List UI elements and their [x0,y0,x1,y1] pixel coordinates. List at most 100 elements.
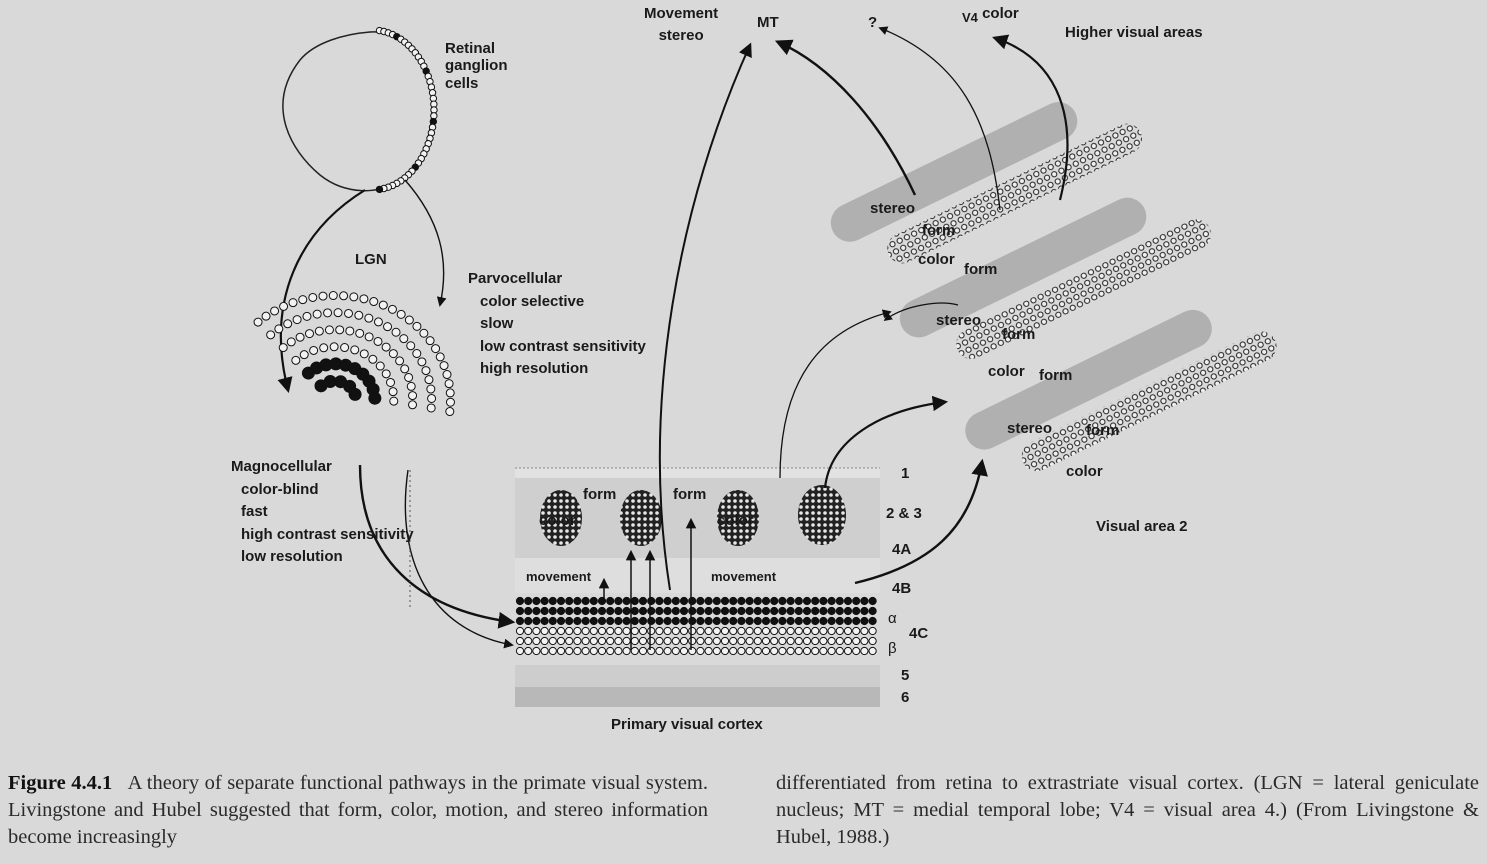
layer-4c-cell [630,636,639,646]
v2-form-2a: form [1002,326,1036,343]
layer-4c-cell [778,596,787,606]
layer-4c-cell [532,616,541,626]
layer-4c-cell [540,626,549,636]
layer-4c-cell [868,606,877,616]
magno-cell [348,387,362,401]
layer-4c-cell [655,646,664,656]
layer-4c-cell [712,616,721,626]
layer-4c-cell [630,616,639,626]
parvo-cell [288,298,298,308]
caption-right: differentiated from retina to extrastria… [776,770,1479,851]
layer-4c-cell [737,646,746,656]
layer-4c-cell [770,596,779,606]
layer-4c-cell [565,616,574,626]
parvo-cell [373,317,383,327]
layer-4c-cell [597,616,607,626]
layer-4c-cell [745,646,754,656]
layer-4c-cell [589,646,598,656]
layer-4c-cell [548,626,557,636]
layer-4c-cell [556,606,566,616]
parvo-cell [274,324,284,334]
layer-4c-cell [843,606,853,616]
layer-4c-cell [573,636,582,646]
layer-4c-cell [794,626,803,636]
layer-4c-cell [712,636,721,646]
layer-4c-cell [811,606,820,616]
layer-4c-cell [802,646,812,656]
layer-4c-cell [515,596,525,606]
parvo-cell [309,345,319,355]
figure-number: Figure 4.4.1 [8,772,113,794]
v2-color-1: color [918,251,955,268]
layer-4c-cell [835,646,844,656]
layer-4c-cell [860,616,869,626]
layer-4c-cell [581,626,590,636]
layer-4c-cell [737,626,746,636]
pathway-diagram [253,26,1277,707]
layer-4c-cell [786,596,795,606]
primary-visual-cortex-title: Primary visual cortex [611,716,763,733]
layer-4c-cell [843,646,853,656]
layer-4c-cell [622,626,631,636]
layer-4c-cell [556,616,566,626]
layer-4c-cell [671,606,680,616]
layer-4c-cell [778,636,787,646]
parvo-cell [412,349,422,359]
layer-4c-cell [720,596,730,606]
layer-4c-cell [729,646,738,656]
parvo-cell [295,332,305,342]
layer-4c-cell [532,626,541,636]
layer-4c-cell [663,626,672,636]
blob-right [798,485,846,545]
layer-4c-cell [729,636,738,646]
parvo-cell [445,407,455,417]
parvo-cell [308,292,318,302]
layer-4c-cell [663,646,672,656]
layer-4c-cell [761,636,771,646]
layer-4c-cell [548,616,557,626]
layer-4c-cell [835,636,844,646]
layer-4c-cell [655,596,664,606]
layer-4c-cell [720,626,730,636]
layer-4c-cell [597,626,607,636]
layer-4c-cell [720,606,730,616]
layer-4c-cell [827,606,836,616]
layer-4c-cell [753,616,762,626]
layer-4c-cell [819,606,828,616]
parvo-cell [408,391,418,401]
parvo-cell [283,319,293,329]
layer-4c-cell [770,606,779,616]
layer-4c-cell [540,646,549,656]
layer-4c-cell [679,596,689,606]
layer-4c-cell [524,626,533,636]
magnocellular-label: Magnocellular color-blind fast high cont… [231,458,414,565]
layer-4c-cell [589,616,598,626]
layer-4c-cell [819,596,828,606]
layer-4c-cell [540,606,549,616]
layer-4c-cell [630,606,639,616]
layer-4c-cell [802,636,812,646]
parvo-cell [387,304,397,314]
parvo-cell [421,366,431,376]
layer-4c-cell [712,626,721,636]
layer-4c-cell [532,646,541,656]
movement-left-label: movement [526,569,592,584]
layer-4c-cell [589,626,598,636]
interblob-to-v2-arrow [779,309,892,479]
layer-4c-cell [597,596,607,606]
v2-to-unknown-arrow [878,26,1001,211]
parvo-cell [323,308,333,318]
layer-4c-cell [811,636,820,646]
layer-4c-cell [663,596,672,606]
layer-4c-cell [556,646,566,656]
layer-4c-cell [663,636,672,646]
parvo-cell [318,291,328,301]
parvo-cell [286,337,296,347]
parvo-cell [391,327,401,337]
parvo-cell [261,311,271,321]
caption-left-text: A theory of separate functional pathways… [8,772,708,848]
layer-4c-cell [868,646,877,656]
v2-form-2b: form [1039,367,1073,384]
parvo-cell [369,297,379,307]
